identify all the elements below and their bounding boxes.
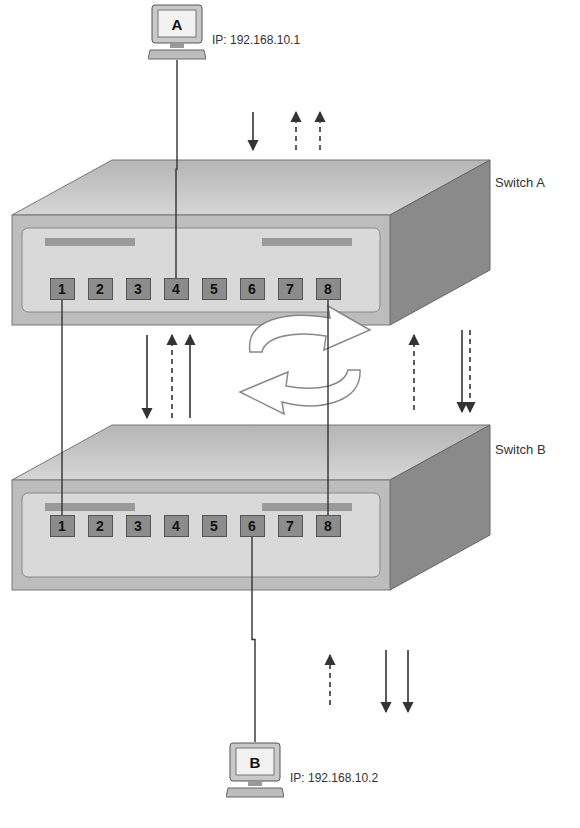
switch-port: 6 xyxy=(240,278,265,300)
traffic-arrows xyxy=(147,112,470,712)
port-number: 1 xyxy=(58,518,66,534)
network-cable xyxy=(252,537,255,742)
switch-port: 3 xyxy=(126,278,151,300)
computer: AIP: 192.168.10.1 xyxy=(148,4,206,60)
switch-b-body xyxy=(12,425,490,590)
switch-port: 5 xyxy=(202,515,227,537)
port-number: 6 xyxy=(248,281,256,297)
switch-port: 8 xyxy=(316,278,341,300)
port-number: 3 xyxy=(134,281,142,297)
port-number: 2 xyxy=(96,281,104,297)
switch-port: 4 xyxy=(164,278,189,300)
port-number: 1 xyxy=(58,281,66,297)
ip-address: IP: 192.168.10.1 xyxy=(212,33,300,47)
port-number: 4 xyxy=(172,281,180,297)
switch-front: Switch B12345678 xyxy=(12,480,390,590)
switch-port: 1 xyxy=(50,515,75,537)
switch-port: 6 xyxy=(240,515,265,537)
network-cable xyxy=(176,60,177,278)
switch-front: Switch A12345678 xyxy=(12,215,390,325)
ip-address: IP: 192.168.10.2 xyxy=(290,771,378,785)
switch-name: Switch B xyxy=(495,442,546,457)
switch-port: 2 xyxy=(88,278,113,300)
port-number: 7 xyxy=(286,281,294,297)
switch-a-body xyxy=(12,160,490,325)
switch-name: Switch A xyxy=(495,175,545,190)
port-number: 8 xyxy=(324,518,332,534)
computer-name: B xyxy=(250,754,261,771)
switch-port: 2 xyxy=(88,515,113,537)
computer-name: A xyxy=(172,16,183,33)
port-number: 7 xyxy=(286,518,294,534)
loop-arrows xyxy=(240,306,370,414)
computer: BIP: 192.168.10.2 xyxy=(226,742,284,798)
port-number: 8 xyxy=(324,281,332,297)
switch-port: 4 xyxy=(164,515,189,537)
switch-port: 5 xyxy=(202,278,227,300)
network-cable xyxy=(327,300,328,515)
switch-port: 1 xyxy=(50,278,75,300)
port-number: 4 xyxy=(172,518,180,534)
port-number: 6 xyxy=(248,518,256,534)
switch-port: 3 xyxy=(126,515,151,537)
port-number: 5 xyxy=(210,281,218,297)
switch-port: 7 xyxy=(278,515,303,537)
network-cable xyxy=(61,300,62,515)
port-number: 5 xyxy=(210,518,218,534)
port-number: 3 xyxy=(134,518,142,534)
port-number: 2 xyxy=(96,518,104,534)
switch-port: 7 xyxy=(278,278,303,300)
switch-port: 8 xyxy=(316,515,341,537)
